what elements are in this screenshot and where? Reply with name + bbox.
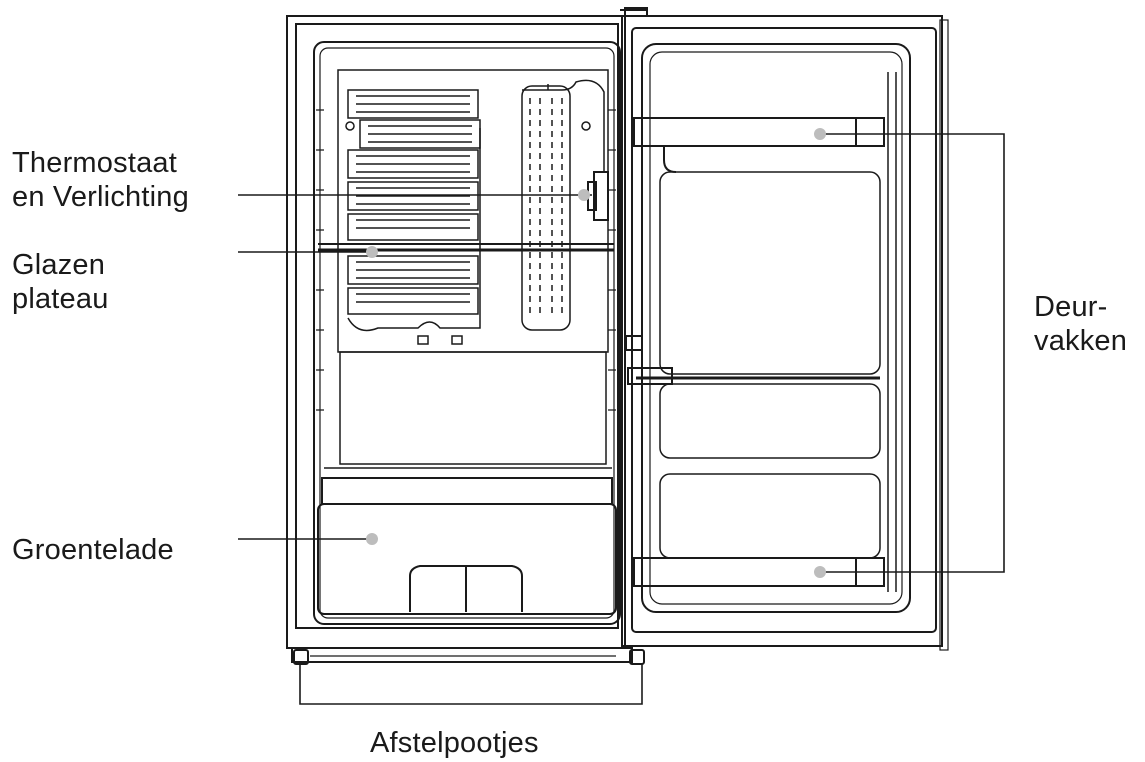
thermostat-label-line2: en Verlichting <box>12 181 189 213</box>
cabinet-base <box>291 647 645 665</box>
evaporator-plate <box>337 69 609 353</box>
door-shelves-label-line1: Deur- <box>1034 291 1108 323</box>
door-shelf-top <box>633 117 885 173</box>
glass-shelf-label-line2: plateau <box>12 283 109 315</box>
crisper-label-text: Groentelade <box>12 534 174 566</box>
door-shelves-label-line2: vakken <box>1034 325 1128 357</box>
thermostat-label: Thermostaat en Verlichting <box>12 146 189 214</box>
door-shelf-bottom <box>633 473 885 587</box>
thermostat-marker <box>578 189 590 201</box>
crisper-marker <box>366 533 378 545</box>
glass-shelf-label-line1: Glazen <box>12 249 106 281</box>
cabinet-side-rails <box>316 109 616 411</box>
callout-lines <box>238 133 1005 705</box>
crisper-drawer <box>317 477 617 615</box>
feet-bracket <box>299 664 643 705</box>
fridge-door <box>621 15 949 651</box>
adjustable-feet-label: Afstelpootjes <box>370 726 539 760</box>
crisper-label: Groentelade <box>12 533 174 567</box>
door-middle-bin <box>636 171 881 459</box>
glass-shelf-marker <box>366 246 378 258</box>
door-shelves-label: Deur- vakken <box>1034 290 1127 358</box>
door-shelf-top-marker <box>814 128 826 140</box>
lower-compartment <box>324 351 612 469</box>
door-shelves-bracket <box>822 133 1005 573</box>
thermostat-housing <box>587 171 609 221</box>
adjustable-feet-label-text: Afstelpootjes <box>370 727 539 759</box>
thermostat-label-line1: Thermostaat <box>12 147 177 179</box>
glass-shelf-label: Glazen plateau <box>12 248 109 316</box>
door-shelf-bottom-marker <box>814 566 826 578</box>
